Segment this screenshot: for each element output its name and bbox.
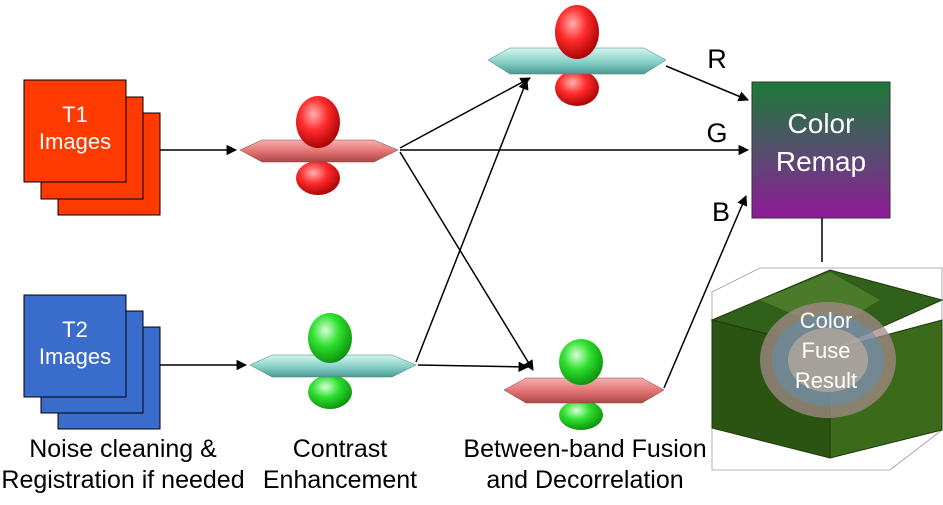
t1-image-stack xyxy=(23,79,161,216)
arrow-ct1-to-fusion-bottom xyxy=(399,151,534,371)
color-remap-line1: Color xyxy=(787,108,855,139)
arrow-ct2-to-fusion-top xyxy=(415,79,529,363)
result-line1: Color xyxy=(799,308,853,333)
result-line2: Fuse xyxy=(801,338,851,363)
channel-g-label: G xyxy=(706,118,728,148)
t2-label-line2: Images xyxy=(38,344,112,369)
contrast-t2-glyph xyxy=(249,313,417,409)
t1-label-line1: T1 xyxy=(62,102,88,127)
t1-label: T1 Images xyxy=(24,101,126,155)
color-fuse-result-image xyxy=(710,267,943,471)
fusion-caption: Between-band Fusion and Decorrelation xyxy=(446,434,724,496)
contrast-t1-glyph xyxy=(239,96,399,195)
arrow-ct2-to-fusion-bottom xyxy=(417,361,530,373)
noise-cleaning-caption: Noise cleaning & Registration if needed xyxy=(0,434,246,496)
color-remap-box xyxy=(751,81,891,219)
color-fuse-result-label: Color Fuse Result xyxy=(770,306,882,396)
flow-arrows xyxy=(160,65,750,389)
t2-label: T2 Images xyxy=(24,316,126,370)
result-line3: Result xyxy=(794,368,858,393)
arrow-ct1-to-fusion-top xyxy=(399,77,531,149)
fusion-caption-line2: and Decorrelation xyxy=(486,466,684,494)
fusion-bottom-glyph xyxy=(503,339,665,430)
contrast-enhancement-caption: Contrast Enhancement xyxy=(250,434,430,496)
channel-b-label: B xyxy=(711,197,730,227)
color-remap-label: Color Remap xyxy=(752,105,890,181)
arrow-fusion-bottom-to-remap-b xyxy=(663,195,748,389)
t2-image-stack xyxy=(23,294,161,430)
contrast-caption-line2: Enhancement xyxy=(262,466,418,494)
noise-caption-line2: Registration if needed xyxy=(1,466,245,494)
arrow-fusion-top-to-remap-r xyxy=(665,65,749,102)
channel-r-label: R xyxy=(707,44,727,74)
fusion-caption-line1: Between-band Fusion xyxy=(463,435,707,463)
fusion-top-glyph xyxy=(487,5,667,106)
t1-label-line2: Images xyxy=(38,129,112,154)
t2-label-line1: T2 xyxy=(62,317,88,342)
contrast-caption-line1: Contrast xyxy=(292,435,388,463)
color-remap-line2: Remap xyxy=(775,146,867,177)
noise-caption-line1: Noise cleaning & xyxy=(29,435,217,463)
